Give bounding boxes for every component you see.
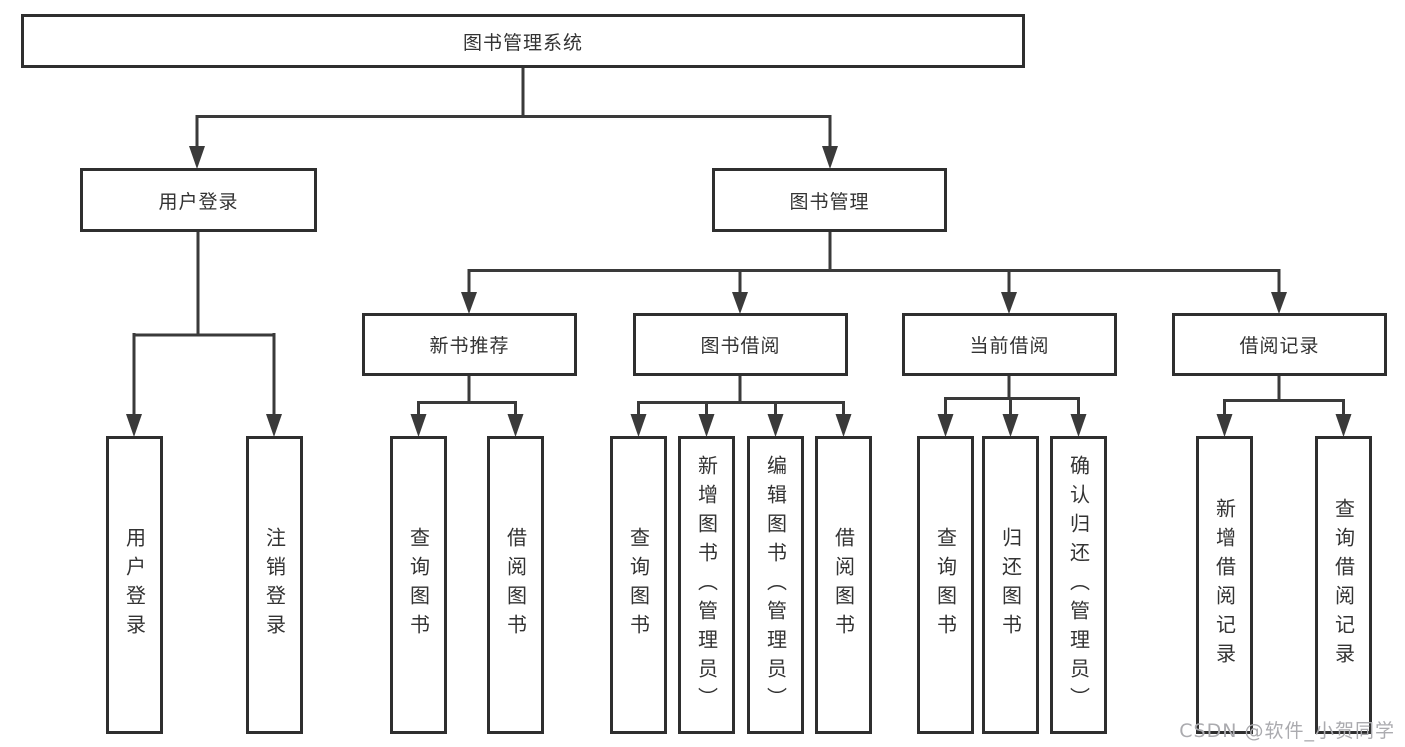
leaf-records-add-record-label: 新增借阅记录 bbox=[1212, 498, 1237, 672]
arrow-down-icon bbox=[1001, 292, 1017, 314]
node-book-management-label: 图书管理 bbox=[789, 190, 870, 213]
leaf-user-login-label: 用户登录 bbox=[122, 527, 147, 643]
leaf-current-confirm-return-admin-label: 确认归还（管理员） bbox=[1066, 454, 1091, 716]
watermark: CSDN @软件_小贺同学 bbox=[1179, 720, 1395, 742]
arrow-down-icon bbox=[630, 414, 647, 437]
node-book-management: 图书管理 bbox=[712, 168, 947, 232]
leaf-logout-label: 注销登录 bbox=[262, 527, 287, 643]
leaf-recommend-borrow-books-label: 借阅图书 bbox=[503, 527, 528, 643]
leaf-records-query-record: 查询借阅记录 bbox=[1315, 436, 1372, 734]
leaf-records-query-record-label: 查询借阅记录 bbox=[1331, 498, 1356, 672]
arrow-down-icon bbox=[1216, 414, 1233, 437]
arrow-down-icon bbox=[767, 414, 784, 437]
arrow-down-icon bbox=[937, 414, 954, 437]
connector-book-borrow-to-leaves bbox=[630, 376, 852, 437]
connector-current-borrow-to-leaves bbox=[937, 376, 1087, 437]
node-user-login-label: 用户登录 bbox=[158, 190, 239, 213]
leaf-recommend-query-books: 查询图书 bbox=[390, 436, 447, 734]
node-borrow-records-label: 借阅记录 bbox=[1239, 335, 1320, 357]
arrow-down-icon bbox=[1335, 414, 1352, 437]
arrow-down-icon bbox=[266, 414, 282, 437]
arrow-down-icon bbox=[1002, 414, 1019, 437]
leaf-current-query-books: 查询图书 bbox=[917, 436, 974, 734]
leaf-logout: 注销登录 bbox=[246, 436, 303, 734]
leaf-current-return-books-label: 归还图书 bbox=[998, 527, 1023, 643]
node-current-borrow: 当前借阅 bbox=[902, 313, 1117, 376]
node-root-label: 图书管理系统 bbox=[462, 31, 583, 54]
leaf-recommend-borrow-books: 借阅图书 bbox=[487, 436, 544, 734]
node-book-borrow: 图书借阅 bbox=[633, 313, 848, 376]
arrow-down-icon bbox=[698, 414, 715, 437]
leaf-borrow-edit-books-admin: 编辑图书（管理员） bbox=[747, 436, 804, 734]
connector-new-book-recommend-to-leaves bbox=[410, 376, 524, 437]
leaf-records-add-record: 新增借阅记录 bbox=[1196, 436, 1253, 734]
arrow-down-icon bbox=[189, 146, 205, 169]
leaf-current-confirm-return-admin: 确认归还（管理员） bbox=[1050, 436, 1107, 734]
arrow-down-icon bbox=[126, 414, 142, 437]
arrow-down-icon bbox=[835, 414, 852, 437]
leaf-user-login: 用户登录 bbox=[106, 436, 163, 734]
leaf-current-return-books: 归还图书 bbox=[982, 436, 1039, 734]
arrow-down-icon bbox=[507, 414, 524, 437]
node-user-login: 用户登录 bbox=[80, 168, 317, 232]
leaf-borrow-query-books-label: 查询图书 bbox=[626, 527, 651, 643]
connector-borrow-records-to-leaves bbox=[1216, 376, 1352, 437]
node-root: 图书管理系统 bbox=[21, 14, 1025, 68]
node-borrow-records: 借阅记录 bbox=[1172, 313, 1387, 376]
node-new-book-recommend-label: 新书推荐 bbox=[429, 335, 510, 357]
node-new-book-recommend: 新书推荐 bbox=[362, 313, 577, 376]
leaf-borrow-query-books: 查询图书 bbox=[610, 436, 667, 734]
connector-book-management-to-level3 bbox=[461, 232, 1287, 314]
connector-root-to-level2 bbox=[189, 68, 838, 169]
node-current-borrow-label: 当前借阅 bbox=[969, 335, 1050, 357]
leaf-borrow-edit-books-admin-label: 编辑图书（管理员） bbox=[763, 454, 788, 716]
leaf-recommend-query-books-label: 查询图书 bbox=[406, 527, 431, 643]
leaf-borrow-borrow-books: 借阅图书 bbox=[815, 436, 872, 734]
arrow-down-icon bbox=[461, 292, 477, 314]
arrow-down-icon bbox=[822, 146, 838, 169]
arrow-down-icon bbox=[1271, 292, 1287, 314]
leaf-borrow-borrow-books-label: 借阅图书 bbox=[831, 527, 856, 643]
leaf-borrow-add-books-admin-label: 新增图书（管理员） bbox=[694, 454, 719, 716]
arrow-down-icon bbox=[410, 414, 427, 437]
leaf-current-query-books-label: 查询图书 bbox=[933, 527, 958, 643]
connector-user-login-to-leaves bbox=[126, 232, 282, 437]
arrow-down-icon bbox=[1070, 414, 1087, 437]
node-book-borrow-label: 图书借阅 bbox=[700, 335, 781, 357]
leaf-borrow-add-books-admin: 新增图书（管理员） bbox=[678, 436, 735, 734]
arrow-down-icon bbox=[732, 292, 748, 314]
